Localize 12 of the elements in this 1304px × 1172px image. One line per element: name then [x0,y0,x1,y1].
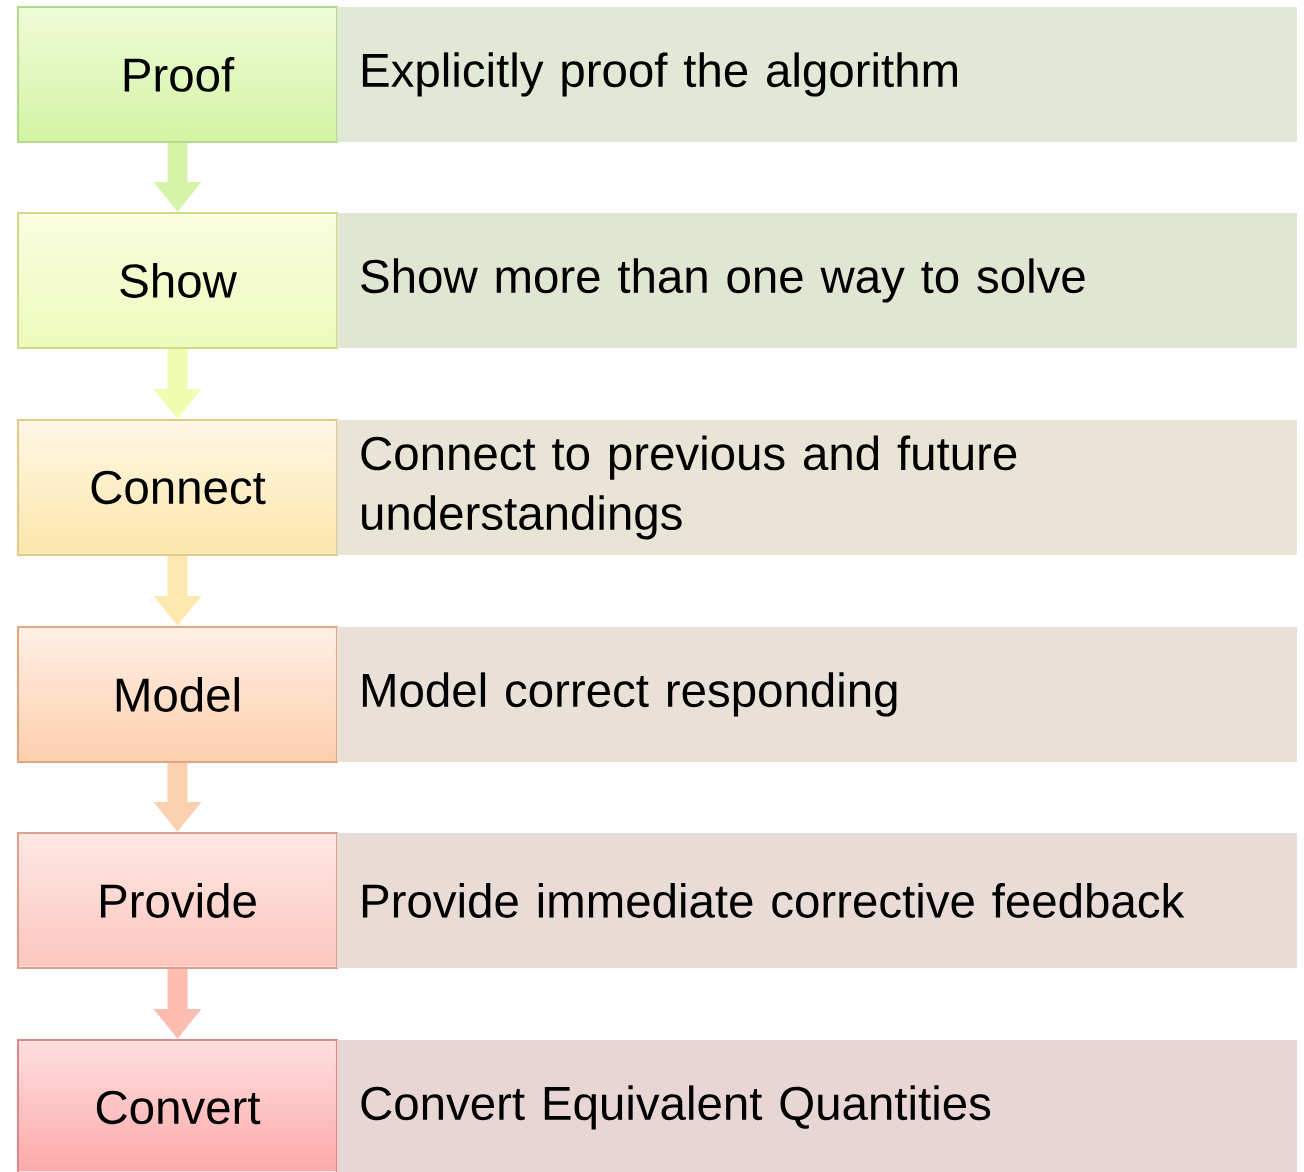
description-band: Provide immediate corrective feedback [337,833,1297,968]
description-band: Convert Equivalent Quantities [337,1040,1297,1172]
description-band: Show more than one way to solve [337,213,1297,348]
description-band: Model correct responding [337,627,1297,762]
description-band: Explicitly proof the algorithm [337,7,1297,142]
step-box: Provide [16,831,339,970]
step-box: Show [16,211,339,350]
description-band: Connect to previous and future understandings [337,420,1297,555]
step-box: Model [16,625,339,764]
step-box: Proof [16,5,339,144]
step-box: Convert [16,1038,339,1172]
step-box: Connect [16,418,339,557]
